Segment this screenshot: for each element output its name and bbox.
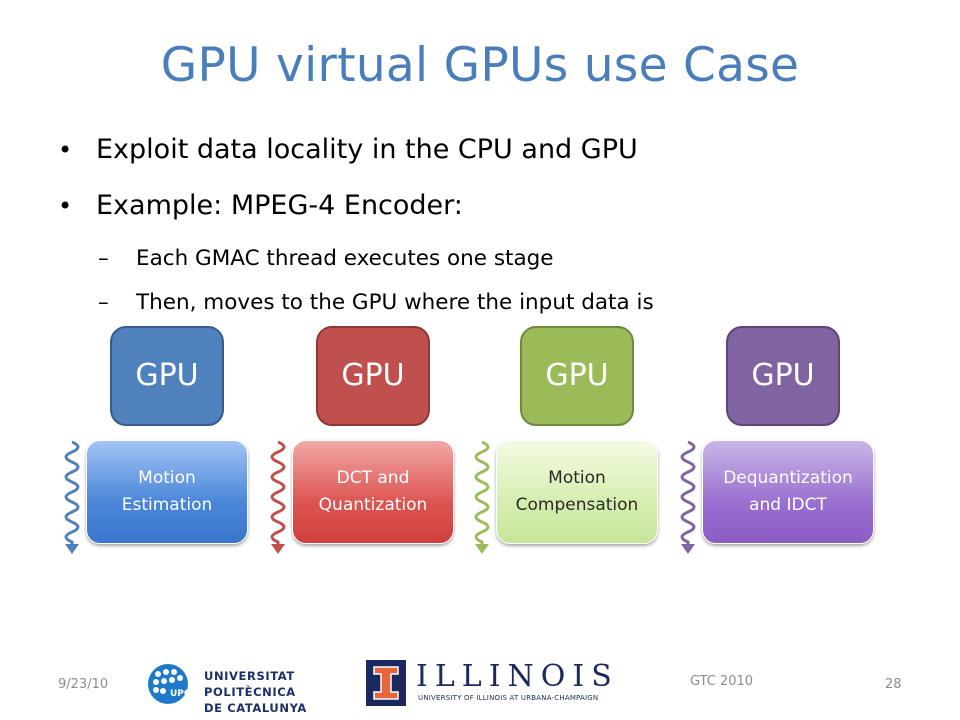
upc-logo: UPC UNIVERSITAT POLITÈCNICA DE CATALUNYA: [146, 662, 346, 715]
stage-card: DCT and Quantization: [292, 440, 454, 544]
footer-page-number: 28: [885, 677, 902, 692]
stage-label-line: Quantization: [318, 495, 428, 515]
upc-emblem-icon: UPC: [148, 664, 191, 704]
upc-name: UNIVERSITAT POLITÈCNICA DE CATALUNYA: [204, 668, 346, 716]
footer-date: 9/23/10: [58, 677, 109, 692]
bullet-text: Example: MPEG-4 Encoder:: [96, 190, 463, 221]
stage-card: Motion Compensation: [496, 440, 658, 544]
thread-wave-icon: [680, 440, 696, 554]
stage-label-line: Motion: [138, 468, 196, 488]
slide-title: GPU virtual GPUs use Case: [160, 38, 800, 93]
dash-icon: –: [98, 246, 109, 271]
stage-card: Dequantization and IDCT: [702, 440, 874, 544]
illinois-subtitle: UNIVERSITY OF ILLINOIS AT URBANA-CHAMPAI…: [418, 694, 599, 702]
svg-text:UPC: UPC: [170, 689, 191, 699]
stage-label-line: and IDCT: [749, 495, 827, 515]
bullet-text: Exploit data locality in the CPU and GPU: [96, 134, 638, 165]
sub-bullet-text: Each GMAC thread executes one stage: [136, 246, 554, 271]
bullet-list: • Exploit data locality in the CPU and G…: [58, 128, 918, 328]
bullet-item: • Exploit data locality in the CPU and G…: [58, 128, 918, 184]
illinois-wordmark: ILLINOIS: [416, 659, 619, 694]
stage-label-line: Motion: [548, 468, 606, 488]
stage-label-line: Compensation: [515, 495, 639, 515]
upc-line: DE CATALUNYA: [204, 701, 307, 715]
stage-label-line: Estimation: [121, 495, 213, 515]
sub-bullet-text: Then, moves to the GPU where the input d…: [136, 290, 654, 315]
stage-card: Motion Estimation: [86, 440, 248, 544]
thread-wave-icon: [270, 440, 286, 554]
thread-wave-icon: [64, 440, 80, 554]
stage-label-line: Dequantization: [723, 468, 853, 488]
footer-conference: GTC 2010: [690, 674, 754, 689]
bullet-dot-icon: •: [58, 192, 73, 220]
gpu-box: GPU: [316, 326, 430, 426]
sub-bullet-item: – Then, moves to the GPU where the input…: [58, 284, 918, 328]
gpu-box: GPU: [726, 326, 840, 426]
gpu-box: GPU: [520, 326, 634, 426]
thread-wave-icon: [474, 440, 490, 554]
bullet-dot-icon: •: [58, 136, 73, 164]
dash-icon: –: [98, 290, 109, 315]
sub-bullet-item: – Each GMAC thread executes one stage: [58, 240, 918, 284]
stage-label-line: DCT and: [336, 468, 410, 488]
upc-line: UNIVERSITAT POLITÈCNICA: [204, 669, 296, 699]
bullet-item: • Example: MPEG-4 Encoder:: [58, 184, 918, 240]
illinois-logo: ILLINOIS UNIVERSITY OF ILLINOIS AT URBAN…: [366, 660, 612, 708]
illinois-block-i-icon: [366, 660, 406, 706]
gpu-box: GPU: [110, 326, 224, 426]
